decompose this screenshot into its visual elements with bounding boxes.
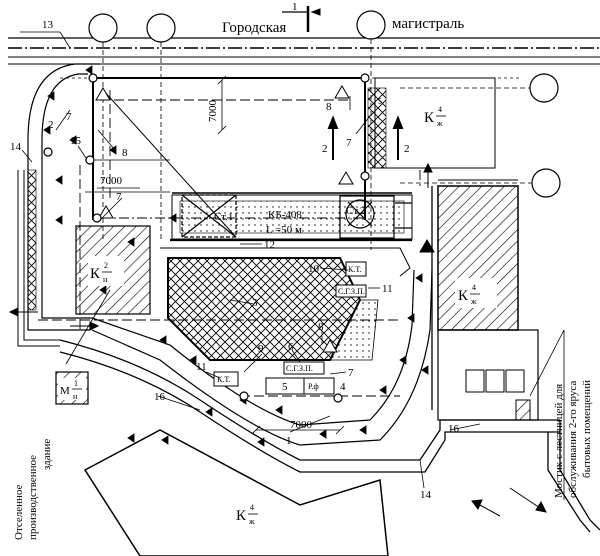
- posts: [43, 73, 370, 403]
- crane-rail: [170, 192, 413, 242]
- service-boxes: [213, 261, 367, 395]
- note-left: Отселенное производственное здание: [13, 439, 53, 540]
- traffic-arrows: [8, 162, 547, 517]
- callout-16: 16: [154, 391, 166, 403]
- callout-11: 11: [382, 283, 393, 295]
- callout-7b: 7: [116, 191, 122, 203]
- callout-3: 3: [252, 297, 258, 309]
- section-mark-1-label: 1: [292, 1, 298, 13]
- crane-outline: [160, 247, 411, 277]
- callout-14: 14: [10, 141, 22, 153]
- box-rf: Р.ф: [308, 382, 319, 391]
- zone-kzh-bottom: К 4 ж: [236, 503, 258, 526]
- svg-text:2: 2: [104, 261, 108, 270]
- svg-text:К: К: [424, 110, 435, 126]
- callout-s2a: 2: [322, 143, 328, 155]
- crane-stop-2-label: Ст.2: [346, 205, 365, 217]
- zone-kzh-top: К 4 ж: [424, 105, 446, 128]
- svg-text:производственное: производственное: [27, 455, 39, 540]
- callout-8: 8: [122, 147, 128, 159]
- kzh-bottom-building: [83, 429, 389, 556]
- svg-text:ж: ж: [436, 119, 443, 128]
- road-flags: [43, 65, 429, 447]
- svg-text:здание: здание: [41, 439, 53, 470]
- lighting-markers: [95, 85, 435, 353]
- svg-text:4: 4: [438, 105, 442, 114]
- callout-7c: 7: [348, 367, 354, 379]
- svg-text:Отселенное: Отселенное: [13, 484, 25, 540]
- site-fence: [17, 170, 600, 533]
- callout-14b: 14: [420, 489, 432, 501]
- box-sgz-2: С.Г.З.П.: [338, 287, 365, 296]
- zone-kzh-right: К 4 ж: [455, 278, 497, 308]
- top-right-building: [367, 77, 496, 169]
- callout-5: 5: [282, 381, 288, 393]
- svg-text:бытовых помещений: бытовых помещений: [581, 380, 593, 478]
- svg-text:ж: ж: [470, 297, 477, 306]
- dim-7000-horizontal: 7000: [100, 175, 123, 187]
- callout-s2b: 2: [404, 143, 410, 155]
- callout-2: 2: [48, 119, 54, 131]
- callout-8b: 8: [318, 321, 324, 333]
- svg-text:ж: ж: [248, 517, 255, 526]
- left-fence-hatch: [27, 169, 37, 311]
- street-name-right: магистраль: [392, 16, 464, 32]
- street-name-left: Городская: [222, 20, 286, 36]
- crane-stop-1-label: Ст.1: [214, 211, 233, 223]
- crane-length-label: L =50 м: [266, 224, 302, 236]
- svg-text:1: 1: [74, 379, 78, 388]
- zone-mn: М 1 н: [58, 378, 86, 401]
- callout-16b: 16: [448, 423, 460, 435]
- crane-stop-1: [102, 89, 237, 238]
- section-mark-1: [282, 6, 321, 32]
- svg-text:4: 4: [250, 503, 254, 512]
- crane-stop-2: [339, 195, 412, 239]
- callout-9: 9: [258, 343, 264, 355]
- section-marks-2: [327, 115, 404, 160]
- callout-12: 12: [264, 239, 275, 251]
- dim-7000-vertical: 7000: [207, 100, 219, 123]
- note-right: Мостик с лестницей для обслуживания 2-го…: [529, 329, 593, 500]
- callout-6: 6: [288, 341, 294, 353]
- callout-15: 15: [70, 135, 82, 147]
- callout-4: 4: [340, 381, 346, 393]
- svg-text:обслуживания 2-го яруса: обслуживания 2-го яруса: [567, 381, 579, 498]
- svg-text:К: К: [90, 266, 101, 282]
- leader-lines: [20, 31, 481, 489]
- utility-lines: [38, 90, 421, 397]
- svg-text:Мостик с лестницей для: Мостик с лестницей для: [553, 384, 565, 498]
- svg-text:н: н: [73, 392, 78, 401]
- svg-text:н: н: [103, 275, 108, 284]
- zone-kn-left: К 2 н: [88, 256, 124, 286]
- axis-markers: [88, 10, 561, 250]
- box-kt-2: К.Т.: [348, 265, 361, 274]
- svg-text:К: К: [236, 508, 247, 524]
- crane-type-label: КБ-408: [268, 209, 302, 221]
- svg-text:4: 4: [472, 283, 476, 292]
- street-lines: [8, 37, 600, 79]
- callout-s5: 5: [378, 97, 382, 106]
- dimension-lines: [97, 75, 345, 435]
- dim-7000-bottom: 7000: [290, 419, 313, 431]
- callout-1: 1: [286, 435, 292, 447]
- callout-7d: 7: [346, 137, 352, 149]
- callout-11b: 11: [196, 361, 207, 373]
- building-under-construction: [167, 257, 379, 361]
- svg-text:М: М: [60, 385, 70, 397]
- box-kt-1: К.Т.: [217, 375, 230, 384]
- callout-10: 10: [308, 263, 320, 275]
- box-sgz: С.Г.З.П.: [286, 364, 313, 373]
- callout-13: 13: [42, 19, 54, 31]
- svg-text:К: К: [458, 288, 469, 304]
- callout-8c: 8: [326, 101, 332, 113]
- callout-7: 7: [66, 111, 72, 123]
